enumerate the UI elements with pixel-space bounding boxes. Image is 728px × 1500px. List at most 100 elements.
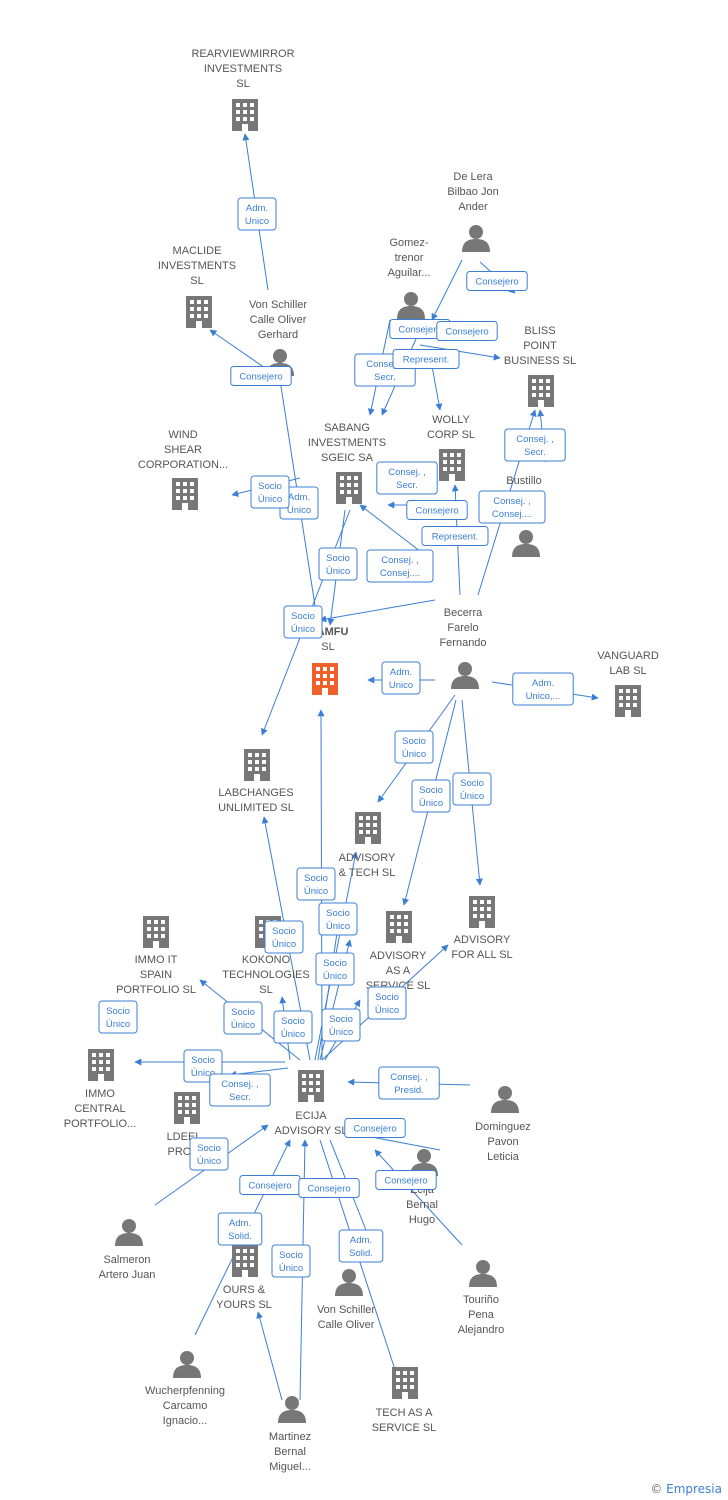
- edge-label-text: Consej....: [380, 568, 420, 579]
- building-icon: [143, 916, 169, 948]
- node-label: TECH AS A: [376, 1407, 434, 1419]
- node-label: SPAIN: [140, 969, 172, 981]
- node-label: Carcamo: [163, 1400, 208, 1412]
- edge-label-text: Secr.: [374, 372, 396, 383]
- edge-label-box: [378, 1066, 440, 1100]
- edge-label-text: Consej. ,: [221, 1079, 259, 1090]
- edge-label-text: Consejero: [398, 325, 441, 336]
- node-label: Von Schiller: [249, 299, 307, 311]
- edge-label-text: Consej. ,: [493, 496, 531, 507]
- edge-label: Consejero: [298, 1178, 360, 1198]
- edge-label-text: Socio: [375, 992, 399, 1003]
- company-node[interactable]: WINDSHEARCORPORATION...: [138, 429, 228, 510]
- node-label: Fernando: [439, 637, 486, 649]
- node-label: Ignacio...: [163, 1415, 208, 1427]
- edge-label-box: [504, 428, 566, 462]
- company-node[interactable]: IMMOCENTRALPORTFOLIO...: [64, 1049, 137, 1130]
- edge-label-box: [376, 461, 438, 495]
- node-label: Bernal: [406, 1199, 438, 1211]
- edge-label-box: [98, 1000, 138, 1034]
- edge-label-box: [318, 902, 358, 936]
- node-label: REARVIEWMIRROR: [191, 48, 294, 60]
- node-label: FOR ALL SL: [451, 949, 512, 961]
- edge-label: Adm.Unico,...: [512, 672, 574, 706]
- edge-label-box: [223, 1001, 263, 1035]
- node-label: De Lera: [453, 171, 493, 183]
- edge-label-box: [406, 500, 468, 520]
- node-label: Pavon: [487, 1136, 518, 1148]
- edge-label-box: [298, 1178, 360, 1198]
- company-node[interactable]: ADVISORY& TECH SL: [339, 812, 396, 879]
- person-icon: [462, 225, 490, 252]
- building-icon: [298, 1070, 324, 1102]
- edge-label-text: Unico: [389, 680, 413, 691]
- relation-edge: [359, 504, 426, 556]
- edge-label-text: Socio: [231, 1007, 255, 1018]
- edge-label-text: Socio: [323, 958, 347, 969]
- building-icon: [439, 449, 465, 481]
- person-node[interactable]: Gomez-trenorAguilar...: [388, 237, 431, 319]
- node-label: Miguel...: [269, 1461, 311, 1473]
- edge-label: Represent.: [421, 526, 489, 546]
- company-node[interactable]: OURS &YOURS SL: [216, 1245, 272, 1311]
- brand-logo: Empresia: [666, 1482, 722, 1496]
- person-node[interactable]: WucherpfenningCarcamoIgnacio...: [145, 1351, 225, 1427]
- edge-label-text: Consejero: [445, 327, 488, 338]
- edge-label-text: Adm.: [229, 1218, 251, 1229]
- edge-label-text: Único: [402, 749, 426, 760]
- node-label: PORTFOLIO SL: [116, 984, 196, 996]
- edge-label-text: Socio: [304, 873, 328, 884]
- node-label: trenor: [395, 252, 424, 264]
- node-label: INVESTMENTS: [158, 260, 236, 272]
- building-icon: [528, 375, 554, 407]
- node-label: BLISS: [524, 325, 555, 337]
- edge-label-box: [217, 1212, 263, 1246]
- edge-label-box: [264, 920, 304, 954]
- node-label: KOKONO: [242, 954, 291, 966]
- edge-label-text: Socio: [419, 785, 443, 796]
- person-icon: [278, 1396, 306, 1423]
- edge-label-text: Adm.: [288, 492, 310, 503]
- edge-label-box: [375, 1170, 437, 1190]
- person-icon: [512, 530, 540, 557]
- node-label: Bustillo: [506, 475, 541, 487]
- relation-edge: [209, 329, 269, 371]
- person-icon: [469, 1260, 497, 1287]
- edge-label: Consej. ,Secr.: [209, 1073, 271, 1107]
- edge-label-text: Único: [106, 1019, 130, 1030]
- edge-label-box: [273, 1010, 313, 1044]
- node-label: Alejandro: [458, 1324, 504, 1336]
- edge-label-text: Unico: [245, 216, 269, 227]
- edge-label-text: Adm.: [390, 667, 412, 678]
- building-icon: [88, 1049, 114, 1081]
- person-node[interactable]: MartinezBernalMiguel...: [269, 1396, 311, 1473]
- edge-label-text: Consejero: [239, 372, 282, 383]
- edge-label-text: Secr.: [524, 447, 546, 458]
- edge-label: Consejero: [239, 1175, 301, 1195]
- edge-label-text: Socio: [326, 908, 350, 919]
